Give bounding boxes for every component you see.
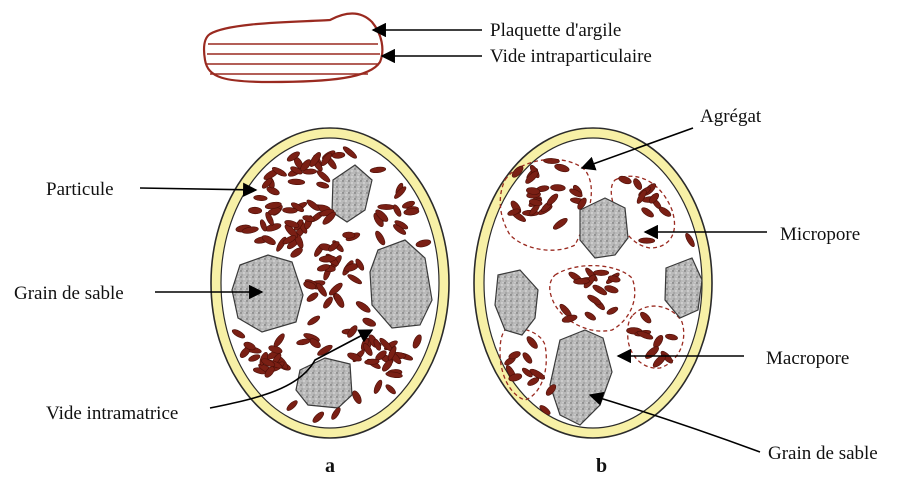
clay-particle (573, 278, 589, 285)
label-plaquette: Plaquette d'argile (490, 20, 621, 41)
label-vide-intra: Vide intraparticulaire (490, 46, 652, 67)
figure-label-b: b (596, 455, 607, 477)
clay-platelet (204, 14, 382, 83)
sample-a (211, 128, 449, 438)
clay-particle (593, 270, 608, 276)
clay-particle (282, 207, 297, 213)
clay-particle (343, 232, 356, 238)
sand-grain (232, 255, 303, 332)
label-grain-b: Grain de sable (768, 443, 878, 464)
clay-particle (639, 238, 655, 244)
clay-particle (248, 207, 262, 214)
clay-particle (378, 204, 395, 209)
label-vide-matrice: Vide intramatrice (46, 403, 178, 424)
sample-b (474, 128, 712, 438)
figure-label-a: a (325, 455, 335, 477)
label-particule: Particule (46, 179, 114, 200)
label-grain-a: Grain de sable (14, 283, 124, 304)
label-agregat: Agrégat (700, 106, 762, 127)
label-macropore: Macropore (766, 348, 849, 369)
label-micropore: Micropore (780, 224, 860, 245)
